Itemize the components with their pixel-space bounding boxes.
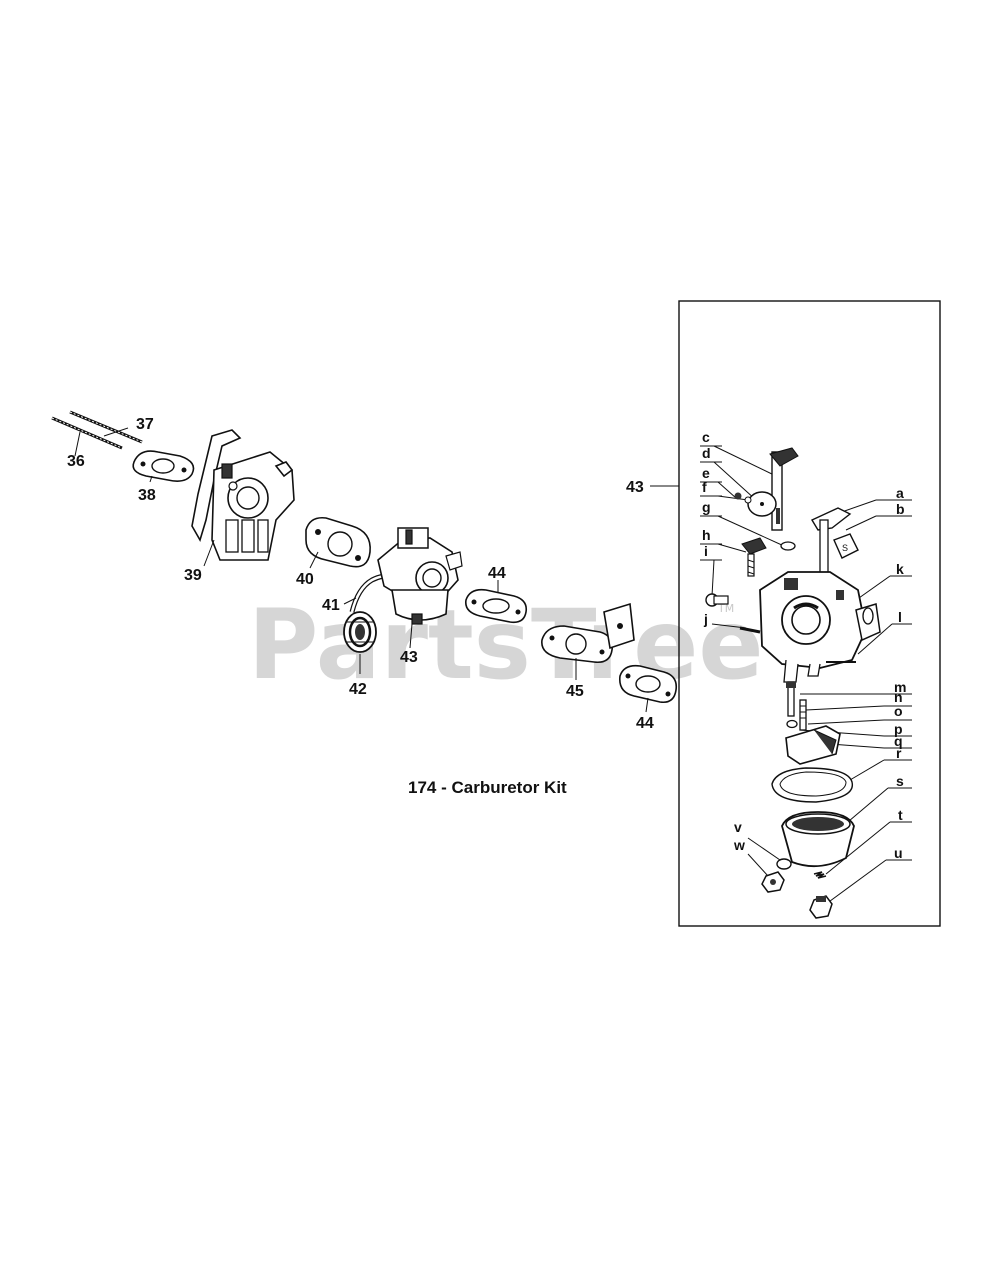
letter-h: h (702, 527, 711, 543)
callout-41: 41 (322, 597, 340, 614)
part-37-stud[interactable] (69, 410, 143, 444)
kit-v-washer[interactable] (776, 858, 792, 870)
kit-letters-right: a b k l m n o p q r s t u v w (733, 485, 906, 861)
callout-43-main: 43 (400, 649, 418, 666)
kit-s-float-bowl[interactable] (781, 811, 855, 868)
letter-m: m (894, 679, 906, 695)
part-44-gasket-a[interactable] (464, 588, 528, 624)
part-45-adapter[interactable] (541, 602, 635, 664)
letter-c: c (702, 429, 710, 445)
part-36-stud[interactable] (51, 416, 123, 450)
leader-41 (343, 597, 357, 605)
kit-no-emulsion-tube[interactable] (799, 699, 807, 731)
kit-letters-left: c d e f g h i j (702, 429, 711, 627)
diagram-caption: 174 - Carburetor Kit (408, 778, 567, 797)
letter-g: g (702, 499, 711, 515)
kit-k-carb-body[interactable] (759, 571, 881, 683)
kit-r-bowl-gasket[interactable] (771, 767, 854, 803)
letter-p: p (894, 721, 903, 737)
letter-e: e (702, 465, 710, 481)
leader-38 (149, 475, 153, 483)
kit-m-main-jet[interactable] (786, 681, 796, 717)
letter-d: d (702, 445, 711, 461)
kit-t-spring[interactable] (813, 871, 827, 879)
letter-s: s (896, 773, 904, 789)
kit-i-pilot-jet[interactable] (705, 593, 729, 607)
kit-ef-screws[interactable] (734, 492, 752, 504)
letter-f: f (702, 479, 707, 495)
kit-p-washer[interactable] (786, 719, 798, 729)
kit-g-seal[interactable] (780, 541, 796, 551)
leader-36 (74, 431, 81, 457)
callout-38: 38 (138, 487, 156, 504)
letter-i: i (704, 543, 708, 559)
callout-36: 36 (67, 453, 85, 470)
kit-q-float[interactable] (785, 725, 841, 765)
kit-w-drain-bolt[interactable] (761, 871, 785, 893)
letter-r: r (896, 745, 902, 761)
callout-37: 37 (136, 416, 154, 433)
letter-v: v (734, 819, 742, 835)
letter-k: k (896, 561, 904, 577)
kit-j-pin[interactable] (739, 626, 761, 634)
kit-letter-rules-right (747, 499, 912, 905)
leader-39 (203, 539, 215, 567)
leader-37 (103, 427, 129, 437)
kit-letter-rules-left (700, 445, 785, 629)
letter-l: l (898, 609, 902, 625)
callout-44-b: 44 (636, 715, 654, 732)
part-43-carburetor[interactable] (377, 527, 463, 625)
part-44-gasket-b[interactable] (618, 664, 678, 704)
letter-n: n (894, 689, 903, 705)
letter-t: t (898, 807, 903, 823)
letter-o: o (894, 703, 903, 719)
part-40-gasket[interactable] (305, 516, 371, 568)
kit-d-choke-plate[interactable] (747, 491, 777, 517)
kit-h-idle-screw[interactable] (741, 537, 767, 577)
leader-44-b (645, 697, 649, 713)
letter-b: b (896, 501, 905, 517)
kit-c-choke-shaft[interactable] (769, 447, 799, 531)
callout-43-kit: 43 (626, 479, 644, 496)
svg-text:S: S (842, 543, 848, 553)
part-42-fuel-filter[interactable] (343, 611, 377, 653)
kit-exploded-view-frame (678, 300, 941, 927)
kit-u-bowl-bolt[interactable] (809, 895, 833, 919)
callout-45: 45 (566, 683, 584, 700)
leader-40 (309, 551, 319, 569)
callout-44-a: 44 (488, 565, 506, 582)
watermark-tm: TM (717, 602, 734, 615)
letter-a: a (896, 485, 904, 501)
part-38-gasket[interactable] (132, 450, 195, 482)
callout-40: 40 (296, 571, 314, 588)
letter-w: w (733, 837, 745, 853)
callout-42: 42 (349, 681, 367, 698)
letter-q: q (894, 733, 903, 749)
leader-43-main (409, 623, 413, 649)
letter-j: j (703, 611, 708, 627)
letter-u: u (894, 845, 903, 861)
kit-b-throttle-plate[interactable]: S (833, 533, 859, 559)
callout-39: 39 (184, 567, 202, 584)
part-39-bracket[interactable] (191, 429, 295, 561)
